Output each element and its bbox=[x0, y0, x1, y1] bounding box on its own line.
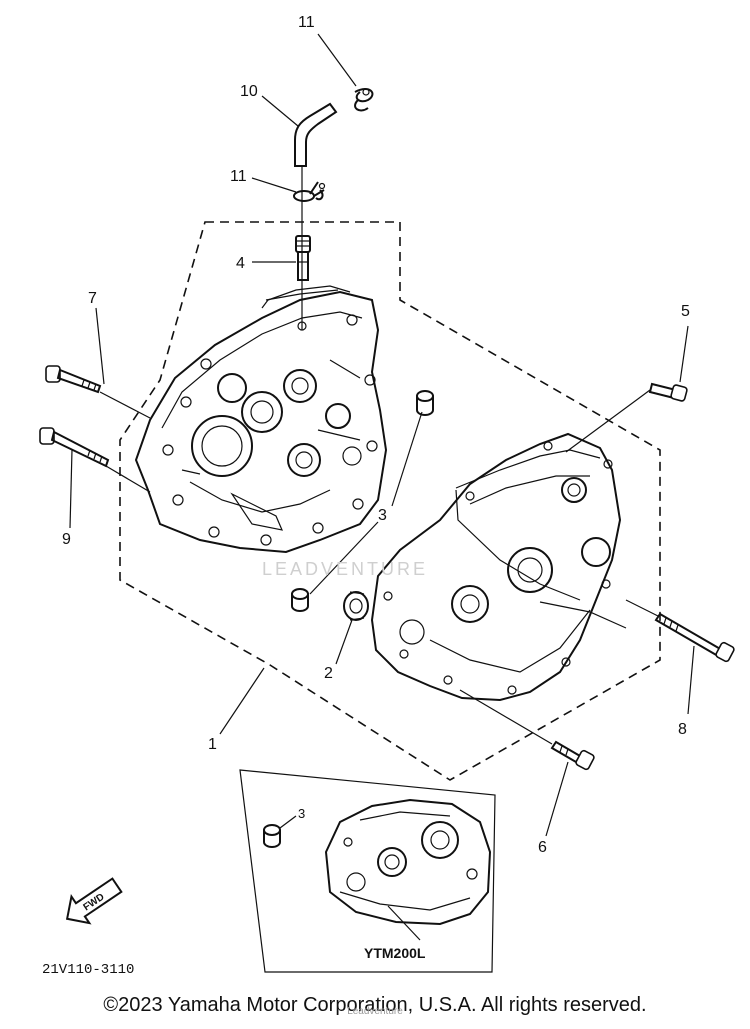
leader-7 bbox=[95, 307, 105, 385]
dowel-part-3-upper bbox=[416, 390, 434, 416]
bolt9-to-case bbox=[105, 465, 151, 493]
crankcase-right bbox=[370, 432, 627, 702]
footer-overlay-text: Leadventure bbox=[347, 1006, 403, 1017]
callout-10: 10 bbox=[240, 83, 258, 100]
watermark: LEADVENTURE bbox=[262, 559, 428, 579]
bolt-part-5 bbox=[648, 382, 688, 402]
leader-11-mid bbox=[251, 177, 297, 193]
dowel-part-3-inset bbox=[263, 824, 281, 848]
fitting-part-4 bbox=[295, 235, 311, 281]
leader-2 bbox=[335, 619, 353, 665]
callout-5: 5 bbox=[681, 303, 690, 320]
callout-11-mid: 11 bbox=[230, 168, 247, 185]
leader-ytm bbox=[387, 905, 421, 941]
bolt-part-8 bbox=[654, 612, 735, 663]
leader-11-top bbox=[317, 33, 357, 87]
bolt-part-7 bbox=[45, 365, 102, 394]
bolt6-to-case bbox=[459, 689, 553, 745]
callout-2: 2 bbox=[324, 665, 333, 682]
dowel-part-3-lower bbox=[291, 588, 309, 612]
callout-3-main: 3 bbox=[378, 507, 387, 524]
seal-part-2 bbox=[343, 591, 369, 621]
clip-part-11-top bbox=[354, 88, 374, 112]
leader-3-inset bbox=[279, 815, 297, 829]
callout-9: 9 bbox=[62, 531, 71, 548]
bolt8-to-case bbox=[625, 599, 659, 617]
leader-9 bbox=[69, 449, 73, 529]
clip-part-11-mid bbox=[293, 181, 326, 202]
crankcase-left bbox=[134, 285, 388, 554]
leader-3-up bbox=[391, 411, 423, 507]
callout-4: 4 bbox=[236, 255, 245, 272]
leader-5 bbox=[679, 325, 689, 383]
bolt-part-9 bbox=[39, 427, 110, 468]
leader-8 bbox=[687, 645, 695, 715]
copyright-footer: ©2023 Yamaha Motor Corporation, U.S.A. A… bbox=[103, 994, 647, 1016]
callout-6: 6 bbox=[538, 839, 547, 856]
leader-6 bbox=[545, 761, 569, 837]
bolt5-to-case bbox=[565, 389, 651, 453]
inset-box bbox=[239, 769, 496, 973]
leader-10 bbox=[261, 95, 299, 127]
bolt-part-6 bbox=[550, 740, 595, 771]
fwd-arrow: FWD bbox=[65, 877, 123, 925]
callout-7: 7 bbox=[88, 290, 97, 307]
callout-8: 8 bbox=[678, 721, 687, 738]
inset-crankcase bbox=[324, 798, 492, 926]
callout-3-inset: 3 bbox=[298, 806, 305, 821]
leader-3-down bbox=[309, 521, 379, 595]
callout-1: 1 bbox=[208, 736, 217, 753]
callout-11-top: 11 bbox=[298, 14, 315, 31]
bolt7-to-case bbox=[99, 391, 151, 419]
assembly-boundary bbox=[119, 221, 661, 781]
leader-1 bbox=[219, 667, 265, 735]
diagram-code: 21V110-3110 bbox=[42, 962, 134, 978]
hose-part-10 bbox=[294, 102, 338, 167]
inset-model-label: YTM200L bbox=[364, 945, 426, 961]
